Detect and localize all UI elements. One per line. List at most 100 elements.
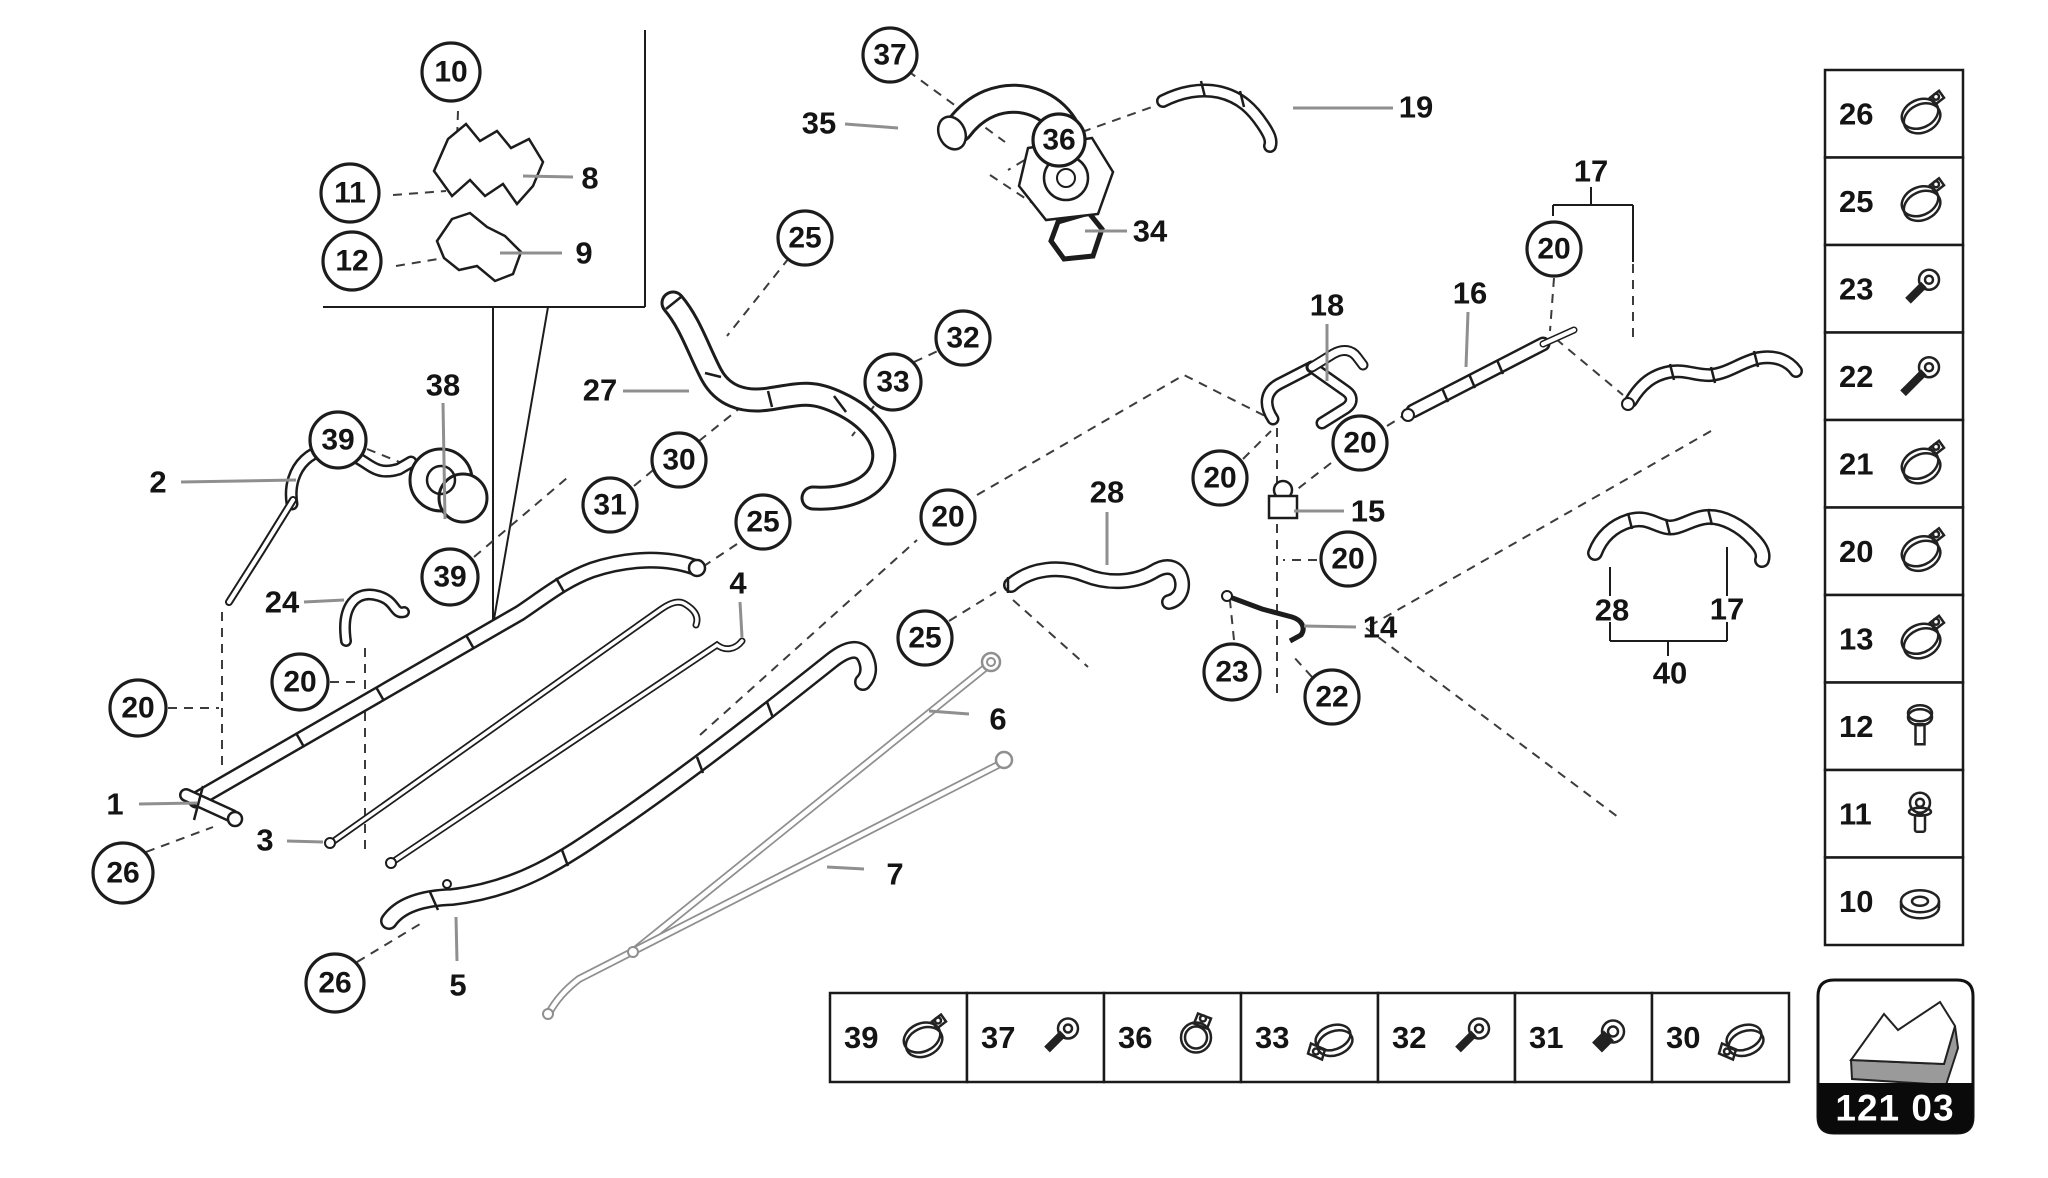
part-label-2: 2	[149, 465, 166, 500]
dashed-leader-line	[948, 591, 997, 622]
balloon-number-20: 20	[1343, 427, 1376, 460]
part-label-18: 18	[1310, 288, 1344, 323]
dashed-leader-line	[145, 826, 214, 853]
clamp-band-tick	[1495, 359, 1505, 375]
dashed-leader-line	[395, 257, 445, 267]
part-label-1: 1	[106, 787, 123, 822]
leader-line	[286, 839, 324, 844]
worm-clamp-icon	[1179, 1011, 1213, 1054]
clamp-band-tick	[294, 732, 306, 748]
clamp-band-tick	[1467, 373, 1477, 389]
balloon-number-22: 22	[1315, 681, 1348, 714]
hose-28-core	[1005, 561, 1188, 608]
part-label-16: 16	[1453, 276, 1487, 311]
callout-balloon-33	[863, 352, 923, 412]
clamp-icon	[1900, 438, 1946, 485]
leader-line	[1464, 311, 1470, 368]
pipe-16-core	[1408, 339, 1548, 416]
dashed-leader-line	[392, 190, 447, 196]
fitting-1-core	[181, 790, 237, 821]
callout-balloon-25	[734, 493, 792, 551]
balloon-number-12: 12	[335, 245, 368, 278]
dashed-leader-line	[989, 174, 1053, 217]
part-label-15: 15	[1351, 494, 1385, 529]
bolt-icon	[1907, 791, 1933, 833]
hose-17-fitting	[1621, 397, 1635, 411]
sidebar-part-number: 23	[1839, 271, 1873, 306]
dashed-leader-line	[1365, 627, 1623, 821]
legend-part-number: 39	[844, 1020, 878, 1055]
callout-balloon-39	[420, 547, 480, 607]
sidebar-cell-23: 23	[1823, 243, 1965, 334]
sidebar-part-number: 12	[1839, 709, 1873, 744]
legend-part-number: 31	[1529, 1020, 1563, 1055]
part-label-28: 28	[1595, 593, 1629, 628]
sidebar-part-number: 21	[1839, 446, 1873, 481]
sidebar-part-number: 22	[1839, 359, 1873, 394]
sidebar-cell-13: 13	[1823, 593, 1965, 684]
part-label-35: 35	[802, 106, 836, 141]
label-leader-lines	[138, 106, 1470, 962]
legend-cell-37: 37	[965, 991, 1106, 1084]
pipe-16-tip-core	[1541, 328, 1576, 346]
part-label-6: 6	[989, 702, 1006, 737]
part-label-7: 7	[886, 857, 903, 892]
dashed-leader-line	[907, 70, 1006, 143]
hose-27-core	[663, 293, 894, 508]
part-label-5: 5	[449, 968, 466, 1003]
page-code: 121 03	[1835, 1088, 1954, 1129]
legend-part-number: 30	[1666, 1020, 1700, 1055]
leader-line	[738, 601, 744, 638]
pipe-6-end	[627, 946, 639, 958]
dashed-leader-line	[1294, 462, 1332, 492]
callout-balloon-20	[1319, 530, 1377, 588]
part-label-8: 8	[581, 161, 598, 196]
callout-balloon-25	[776, 209, 834, 267]
pipe-4-end	[385, 857, 397, 869]
hose-5-core	[382, 643, 875, 928]
clamp-band-tick	[833, 395, 847, 413]
balloon-number-26: 26	[318, 967, 351, 1000]
callout-balloon-31	[581, 476, 639, 534]
callout-balloon-20	[1191, 449, 1249, 507]
callout-balloon-26	[304, 952, 366, 1014]
flange-35	[1056, 168, 1076, 188]
balloon-number-25: 25	[788, 222, 821, 255]
sidebar-cell-21: 21	[1823, 418, 1965, 509]
dashed-leader-line	[473, 477, 568, 558]
clamp-band-tick	[704, 371, 722, 379]
clamp-icon	[1900, 88, 1946, 135]
pipe-4-core	[389, 639, 744, 865]
dashed-leader-line	[1549, 277, 1555, 332]
balloon-number-25: 25	[746, 506, 779, 539]
pipe-6-banjo	[980, 651, 1002, 673]
dashed-leader-lines	[145, 70, 1712, 963]
callout-balloon-10	[420, 41, 482, 103]
legend-cell-30: 30	[1650, 991, 1791, 1084]
balloon-number-37: 37	[873, 39, 906, 72]
clamp-band-tick	[766, 390, 774, 408]
part-label-40: 40	[1653, 656, 1687, 691]
callout-balloon-26	[91, 841, 155, 905]
pipe-7	[545, 761, 1002, 1017]
bracket-14	[1221, 590, 1233, 602]
screw-icon	[1905, 268, 1941, 304]
balloon-number-31: 31	[593, 489, 626, 522]
brand-logo-icon	[1849, 1000, 1957, 1066]
hose-19-core	[1158, 85, 1276, 151]
sidebar-cell-22: 22	[1823, 331, 1965, 422]
sidebar-cell-20: 20	[1823, 506, 1965, 597]
clamp-band-tick	[192, 785, 205, 821]
callout-balloons: 1011123725363233303139392020262625252020…	[91, 26, 1583, 1014]
part-label-14: 14	[1363, 610, 1398, 645]
legend-part-number: 36	[1118, 1020, 1152, 1055]
callout-balloon-20	[108, 678, 168, 738]
dashed-leader-line	[356, 920, 426, 963]
leader-line	[303, 598, 345, 604]
balloon-number-32: 32	[946, 322, 979, 355]
balloon-number-26: 26	[106, 857, 139, 890]
